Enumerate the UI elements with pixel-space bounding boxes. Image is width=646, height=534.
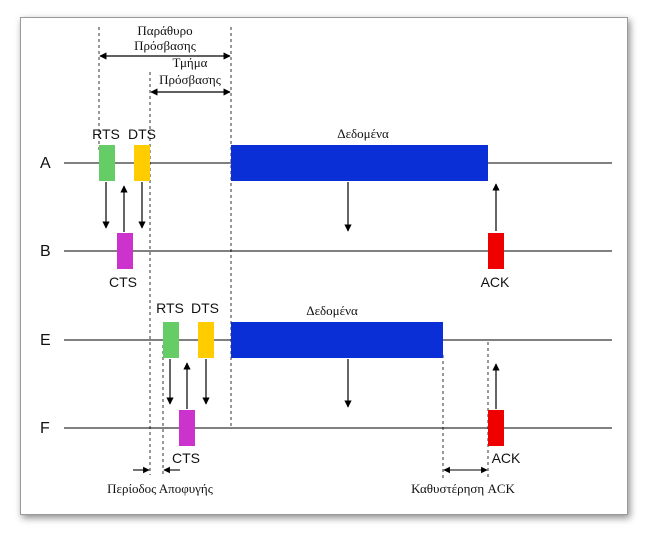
ack-b-frame [488, 233, 504, 269]
station-label-a: A [40, 155, 51, 172]
dts-a-frame [134, 145, 150, 181]
contention-window-label-line2: Πρόσβασης [134, 38, 197, 53]
station-label-f: F [40, 420, 50, 437]
dts-e-frame [198, 322, 214, 358]
cts-b-label: CTS [109, 274, 137, 290]
timelines [64, 162, 612, 429]
contention-window-label-line1: Παράθυρο [137, 23, 192, 38]
dts-e-label: DTS [191, 300, 219, 316]
rts-e-label: RTS [156, 300, 184, 316]
access-slot-label-line1: Τμήμα [172, 55, 207, 70]
data-e-label: Δεδομένα [306, 303, 358, 318]
data-e-frame [231, 322, 443, 358]
rts-a-frame [99, 145, 115, 181]
station-label-b: B [40, 243, 51, 260]
rts-e-frame [163, 322, 179, 358]
row-ef-arrows [166, 359, 500, 409]
data-a-frame [231, 145, 488, 181]
rts-a-label: RTS [92, 126, 120, 142]
cts-f-frame [179, 410, 195, 446]
ack-b-label: ACK [481, 274, 510, 290]
guide-lines [98, 27, 489, 478]
ack-f-label: ACK [492, 450, 521, 466]
dts-a-label: DTS [128, 126, 156, 142]
backoff-period-label: Περίοδος Αποφυγής [107, 481, 214, 496]
data-a-label: Δεδομένα [337, 126, 389, 141]
access-slot-label-line2: Πρόσβασης [159, 72, 222, 87]
ack-f-frame [488, 410, 504, 446]
cts-b-frame [117, 233, 133, 269]
ack-delay-label: Καθυστέρηση ACK [411, 481, 515, 496]
row-ab-arrows [102, 182, 500, 232]
cts-f-label: CTS [172, 450, 200, 466]
station-label-e: E [40, 332, 51, 349]
